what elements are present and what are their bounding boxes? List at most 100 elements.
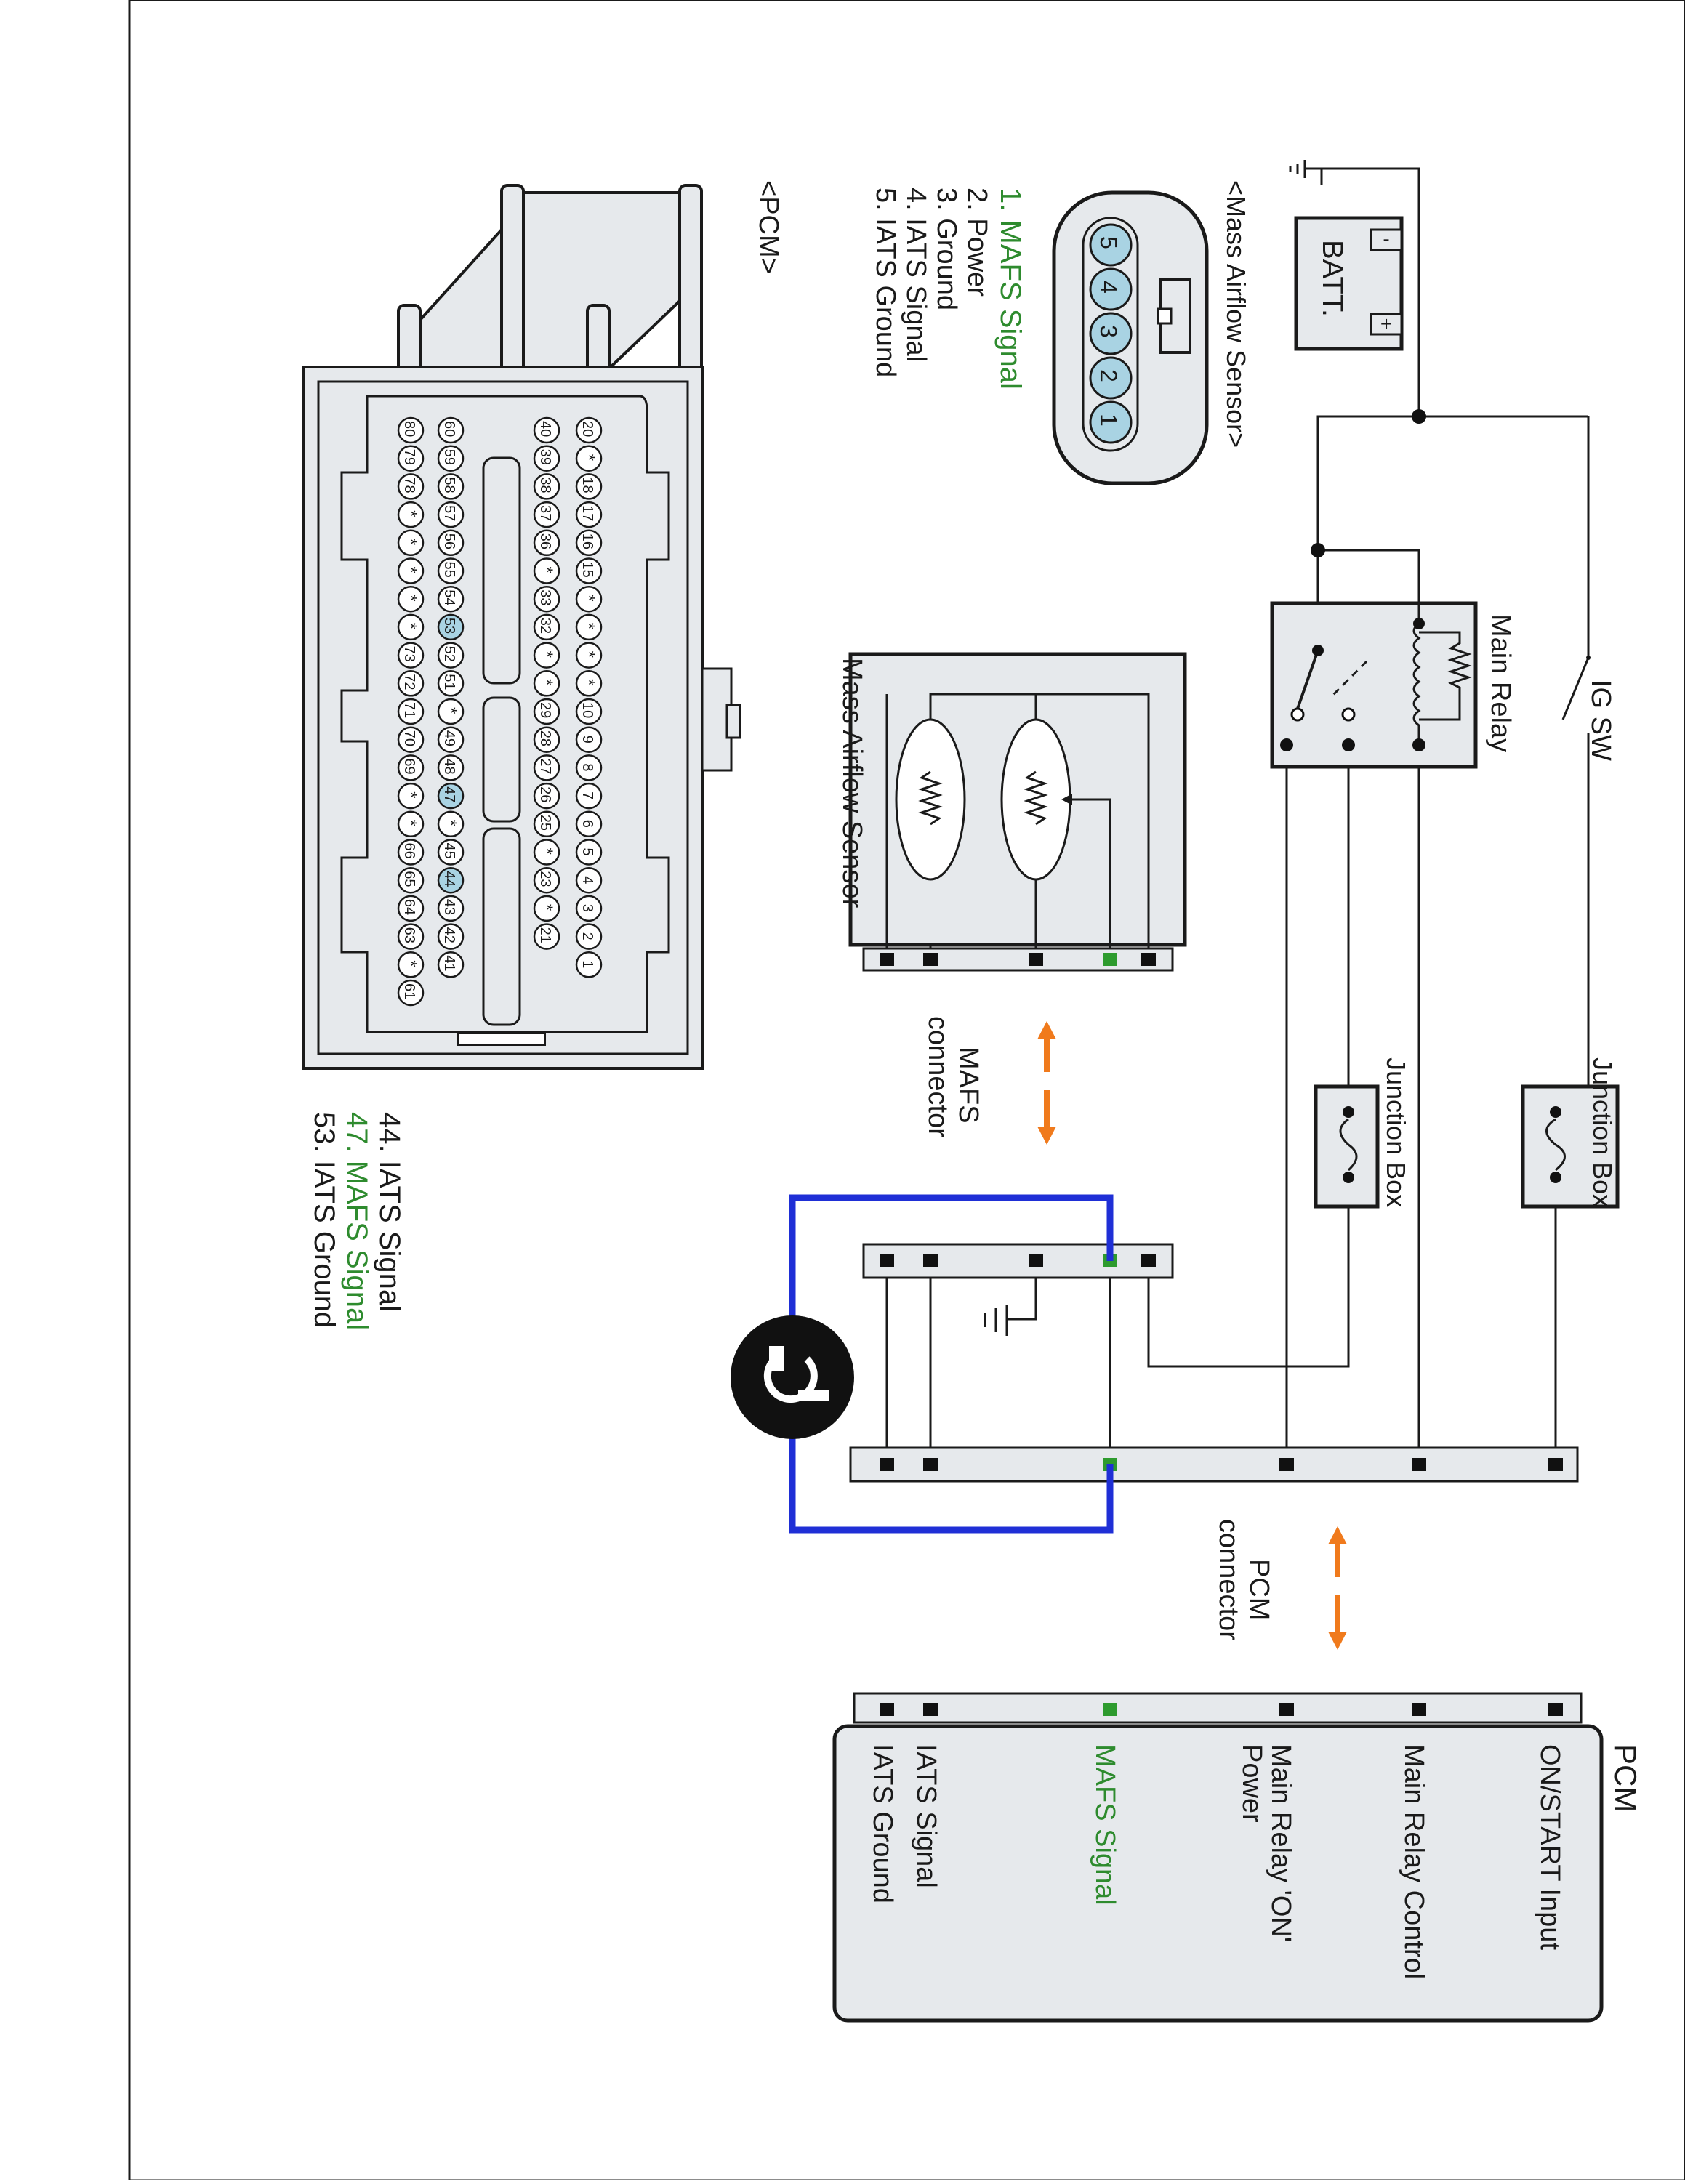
pcm-pin-circle (397, 895, 425, 922)
double-arrow-icon (1037, 1021, 1056, 1145)
pcm-header: <PCM> (753, 180, 784, 274)
pcm-pin: * (533, 642, 560, 669)
pcm-pin: 28 (533, 726, 560, 753)
pcm-pin-label: 6 (579, 820, 595, 828)
pcm-pin-label: 38 (537, 477, 553, 493)
pcm-pin-circle (437, 613, 465, 641)
pcm-terminal-mafs: MAFS Signal (1090, 1744, 1120, 1906)
pcm-pin-circle (533, 416, 560, 444)
pcm-terminal-relay-control: Main Relay Control (1399, 1744, 1429, 1979)
pcm-pin-label: 56 (441, 533, 457, 549)
pcm-pin-label: 25 (537, 815, 553, 831)
pcm-module: PCM ON/START Input Main Relay Control Ma… (832, 1692, 1643, 2023)
pcm-pin-circle (575, 501, 603, 528)
pcm-connector-label-2: connector (1213, 1519, 1244, 1640)
maf-pin-2: 2. Power (962, 188, 992, 297)
pcm-pin-label: 48 (441, 758, 457, 774)
pcm-pin: 57 (437, 501, 465, 528)
maf-sensor-body-label: Mass Airflow Sensor (837, 658, 867, 908)
pcm-terminal-relay-on: Main Relay 'ON' (1266, 1744, 1296, 1942)
pcm-pin-label: 53 (441, 618, 457, 634)
pcm-pin: * (397, 782, 425, 810)
battery-label: BATT. (1316, 240, 1348, 317)
pcm-pin-circle (397, 866, 425, 894)
pcm-pin-circle (533, 726, 560, 753)
pcm-pin-circle (437, 754, 465, 781)
pcm-pin-circle (437, 529, 465, 557)
pcm-pin-circle (533, 923, 560, 950)
pcm-pin: 25 (533, 810, 560, 838)
pcm-pin-circle (575, 951, 603, 978)
pcm-pin-circle (575, 445, 603, 472)
pcm-terminal-iats-ground: IATS Ground (867, 1744, 898, 1903)
pcm-pin-label: 21 (537, 927, 553, 943)
pcm-pin: 26 (533, 782, 560, 810)
maf-pin-numbers: 5 4 3 2 1 (1089, 223, 1133, 444)
mafs-connector-label-1: MAFS (953, 1047, 984, 1124)
pcm-pin-label: * (536, 567, 556, 573)
pcm-terminal-power: Power (1236, 1744, 1267, 1823)
pcm-pin: * (397, 501, 425, 528)
pcm-pin: 36 (533, 529, 560, 557)
pcm-pin-circle (397, 642, 425, 669)
ground-icon (984, 1305, 1008, 1336)
pcm-pin-label: 63 (401, 927, 417, 943)
pcm-pin-circle (575, 839, 603, 866)
pcm-pin-circle (397, 445, 425, 472)
pcm-pin-label: 70 (401, 730, 417, 746)
pcm-pin-label: 60 (441, 421, 457, 437)
junction-box-2-label: Junction Box (1381, 1057, 1411, 1207)
pcm-pin: 48 (437, 754, 465, 781)
pcm-pin: 3 (575, 895, 603, 922)
pcm-pin-label: 64 (401, 899, 417, 915)
pcm-pin-circle (397, 557, 425, 584)
junction-box-1: Junction Box (1521, 1057, 1620, 1209)
battery-minus: - (1383, 227, 1389, 250)
pcm-pin-label: 55 (441, 562, 457, 578)
double-arrow-icon (1328, 1526, 1347, 1650)
pcm-pin-label: 54 (441, 589, 457, 605)
pcm-pin-label: * (401, 820, 420, 826)
pcm-pin-circle (575, 754, 603, 781)
pcm-pin-circle (533, 670, 560, 697)
pcm-pin: 55 (437, 557, 465, 584)
pcm-pin: * (533, 670, 560, 697)
pcm-pin-label: 5 (579, 848, 595, 856)
pcm-pin: 4 (575, 866, 603, 894)
pcm-pin: 65 (397, 866, 425, 894)
pcm-pin: * (575, 613, 603, 641)
pcm-pin-circle (575, 698, 603, 725)
pcm-pin-circle (397, 951, 425, 978)
pcm-pin-circle (437, 726, 465, 753)
pcm-pin: 32 (533, 613, 560, 641)
maf-pin-num: 1 (1095, 414, 1122, 427)
pcm-pin-circle (397, 839, 425, 866)
maf-pin-list: 1. MAFS Signal 2. Power 3. Ground 4. IAT… (870, 188, 1026, 390)
pcm-pin-47: 47. MAFS Signal (341, 1112, 373, 1330)
pcm-pin-label: 59 (441, 449, 457, 465)
battery-plus: + (1380, 313, 1392, 335)
pcm-pin-circle (437, 445, 465, 472)
pcm-pin-circle (437, 557, 465, 584)
maf-pin-num: 4 (1095, 281, 1122, 294)
pcm-pin: 41 (437, 951, 465, 978)
pcm-pin-label: * (536, 651, 556, 658)
pcm-pin-label: * (579, 623, 598, 629)
pcm-pin: 64 (397, 895, 425, 922)
pcm-pin-label: 57 (441, 505, 457, 521)
pcm-pin-label: 51 (441, 674, 457, 690)
maf-pin-num: 5 (1095, 236, 1122, 249)
pcm-pin-circle (533, 613, 560, 641)
pcm-pin: * (533, 895, 560, 922)
pcm-pin: 23 (533, 866, 560, 894)
pcm-pin-circle (397, 979, 425, 1007)
pcm-connector-pins: 20*18171615****109876543214039383736*333… (397, 416, 603, 1007)
pcm-pin: 27 (533, 754, 560, 781)
pcm-pin-label: * (441, 820, 460, 826)
pcm-pin-label: * (441, 707, 460, 714)
pcm-pin-label: 78 (401, 477, 417, 493)
pcm-pin: * (575, 670, 603, 697)
maf-sensor-header: <Mass Airflow Sensor> (1221, 180, 1251, 448)
